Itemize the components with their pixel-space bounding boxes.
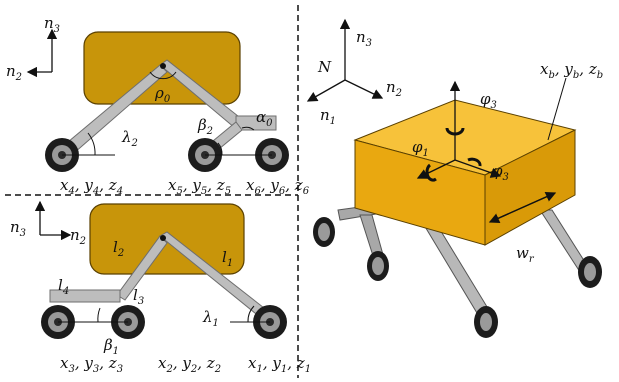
wheel-3d-1 xyxy=(313,217,335,247)
svg-text:λ1: λ1 xyxy=(202,308,219,329)
svg-text:λ2: λ2 xyxy=(121,128,138,149)
wheel-3d-2 xyxy=(367,251,389,281)
svg-text:l2: l2 xyxy=(113,238,124,259)
wr-label: wr xyxy=(516,244,535,265)
svg-text:n2: n2 xyxy=(6,62,22,83)
wheel1-coords: x1, y1, z1 xyxy=(248,354,311,375)
bogie-left xyxy=(49,289,121,303)
svg-text:n3: n3 xyxy=(44,14,60,35)
rotation-arrow-icon-phi1 xyxy=(425,163,437,182)
wheel-3d-3 xyxy=(474,306,498,338)
svg-text:β2: β2 xyxy=(197,116,213,137)
svg-text:n2: n2 xyxy=(386,78,402,99)
axis-n2-3d xyxy=(344,79,384,99)
svg-text:n1: n1 xyxy=(320,106,336,127)
svg-text:α0: α0 xyxy=(256,108,273,129)
pivot-top xyxy=(160,63,166,69)
svg-text:l3: l3 xyxy=(133,286,144,307)
frame-N: N xyxy=(317,58,332,76)
wheel4-coords: x4, y4, z4 xyxy=(60,176,123,197)
axis-n1-3d xyxy=(306,79,346,102)
svg-text:n2: n2 xyxy=(70,226,86,247)
wheel5-coords: x5, y5, z5 xyxy=(168,176,231,197)
wheel3-coords: x3, y3, z3 xyxy=(60,354,123,375)
rotation-arrow-icon-phi2 xyxy=(467,157,482,167)
bottom-left-panel: n3 n2 l2 l1 l4 l3 λ1 β1 xyxy=(10,200,311,375)
body-coords: xb, yb, zb xyxy=(540,60,603,81)
wheel-3d-4 xyxy=(578,256,602,288)
svg-text:n3: n3 xyxy=(10,218,26,239)
right-panel-3d: n3 n2 n1 N xyxy=(306,18,603,338)
svg-text:l4: l4 xyxy=(58,276,69,297)
rover-body-3d-right xyxy=(484,129,576,246)
svg-text:n3: n3 xyxy=(356,28,372,49)
wheel2-coords: x2, y2, z2 xyxy=(158,354,221,375)
wheel6-coords: x6, y6, z6 xyxy=(246,176,310,197)
rotation-arrow-icon-phi3 xyxy=(445,127,465,136)
rocker-leg-l2 xyxy=(116,235,168,301)
svg-text:φ3: φ3 xyxy=(480,90,497,111)
top-left-panel: n3 n2 xyxy=(6,14,310,197)
svg-text:l1: l1 xyxy=(222,248,233,269)
